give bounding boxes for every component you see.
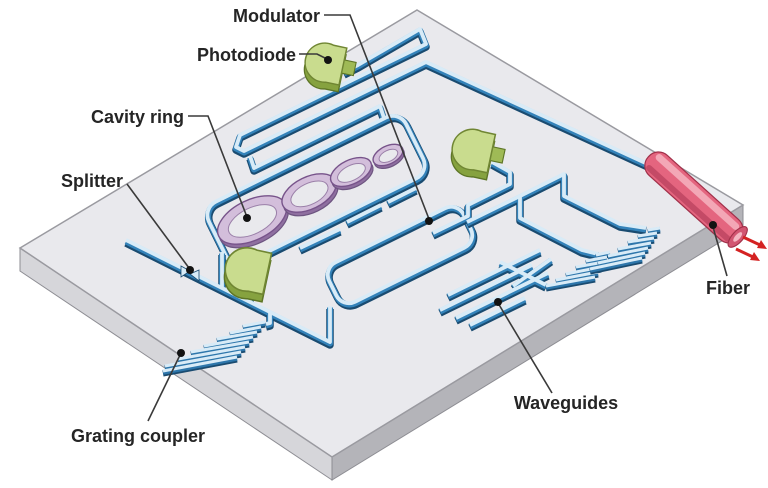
waveguides-leader-dot	[494, 298, 502, 306]
chip-top-face	[18, 9, 745, 458]
waveguide-network	[126, 27, 660, 374]
photodiode-label: Photodiode	[197, 45, 296, 65]
grating-coupler-leader-line	[147, 352, 182, 422]
modulator-label: Modulator	[233, 6, 320, 26]
grating-coupler-label: Grating coupler	[71, 426, 205, 446]
waveguides-leader-line	[497, 302, 553, 394]
leader-dots	[177, 56, 717, 357]
ring-bus-loop	[204, 113, 430, 271]
fiber-cylinder	[644, 151, 767, 261]
cavity-ring-4	[372, 143, 405, 170]
cavity-ring-leader-line	[188, 115, 248, 218]
modulator-leader-dot	[425, 217, 433, 225]
cavity-ring-3	[329, 156, 374, 191]
cavity-ring-leader-dot	[243, 214, 251, 222]
splitter-label: Splitter	[61, 171, 123, 191]
cavity-ring-1	[216, 195, 289, 249]
splitter-leader-line	[126, 183, 190, 269]
cavity-ring-2	[281, 173, 339, 217]
fiber-leader-dot	[709, 221, 717, 229]
cavity-rings	[216, 143, 405, 249]
cavity-ring-label: Cavity ring	[91, 107, 184, 127]
fiber-label: Fiber	[706, 278, 750, 298]
splitter-leader-dot	[186, 266, 194, 274]
leader-lines	[126, 14, 728, 422]
fiber-leader-line	[712, 226, 728, 277]
photodiode-2	[446, 124, 506, 182]
waveguides-label: Waveguides	[514, 393, 618, 413]
photodiode-1	[300, 38, 357, 94]
labels: Modulator Photodiode Cavity ring Splitte…	[61, 6, 750, 446]
photodiode-leader-line	[299, 53, 328, 60]
modulator-leader-line	[324, 14, 430, 220]
fiber-light-arrows	[735, 235, 767, 261]
photodiode-leader-dot	[324, 56, 332, 64]
grating-coupler-leader-dot	[177, 349, 185, 357]
splitter-junction	[180, 265, 200, 282]
